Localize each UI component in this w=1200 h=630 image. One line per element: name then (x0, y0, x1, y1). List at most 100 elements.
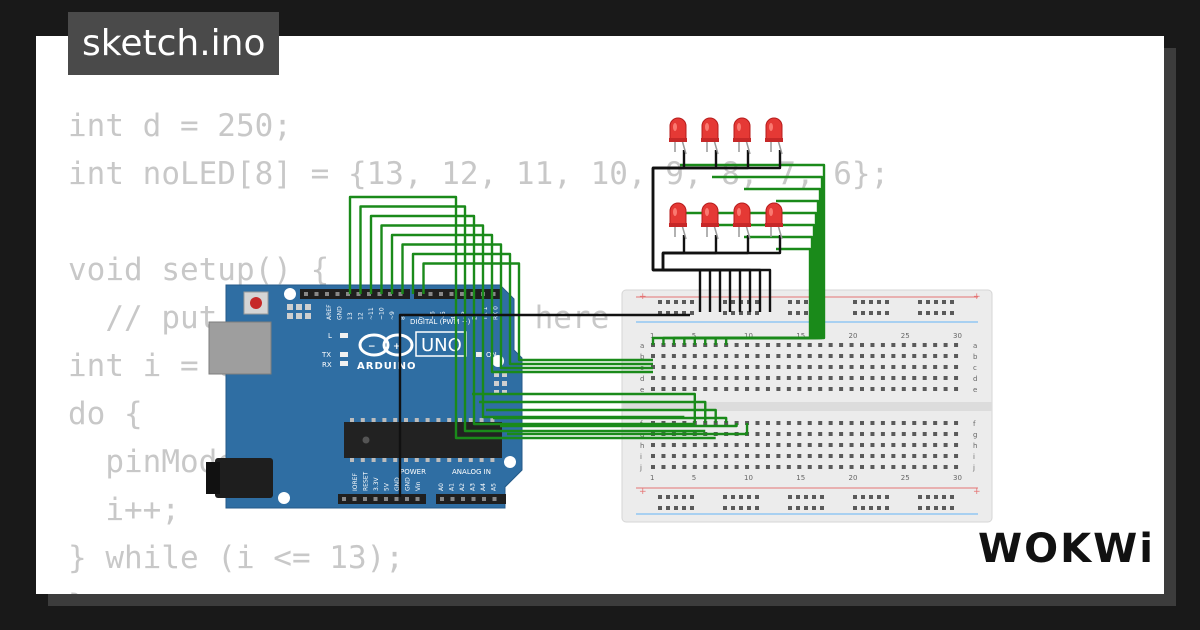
wire (411, 252, 653, 366)
file-tab[interactable]: sketch.ino (68, 12, 280, 75)
wire (714, 235, 814, 345)
row-letter: g (973, 431, 977, 439)
column-number: 1 (650, 474, 654, 482)
code-line: } while (i <= 13); (68, 540, 404, 576)
column-number: 20 (849, 474, 858, 482)
usb-port (208, 321, 272, 375)
column-number: 10 (744, 332, 753, 340)
wire (493, 416, 728, 423)
header-pins (304, 292, 497, 501)
pin-label: 12 (358, 312, 365, 320)
led-array (669, 117, 783, 240)
atmega-chip (344, 422, 502, 458)
wires (348, 150, 826, 497)
wire (398, 313, 690, 497)
led[interactable] (669, 202, 687, 240)
wire (661, 235, 782, 312)
wire (672, 187, 822, 345)
pin-label: A4 (480, 483, 487, 491)
rail-plus-label: + (973, 487, 981, 497)
code-line: do { (68, 396, 143, 432)
mounting-hole (284, 288, 296, 300)
column-number: 5 (692, 332, 696, 340)
tx-label: TX (321, 351, 331, 359)
rail-plus-label: + (973, 292, 981, 302)
pin-label: A2 (459, 483, 466, 491)
pin-label: ~9 (389, 311, 396, 320)
rail-plus-label: + (639, 487, 647, 497)
column-number: 5 (692, 474, 696, 482)
led[interactable] (701, 117, 719, 155)
pin-label: RESET (363, 471, 370, 491)
column-number: 1 (650, 332, 654, 340)
row-letter: j (639, 464, 642, 472)
wire (500, 423, 738, 428)
digital-header-title: DIGITAL (PWM ~) (410, 318, 471, 326)
row-letter: e (640, 386, 644, 394)
chip-notch (362, 436, 370, 444)
column-number: 20 (849, 332, 858, 340)
led[interactable] (701, 202, 719, 240)
logo-plus: + (393, 342, 401, 352)
led[interactable] (765, 117, 783, 155)
led[interactable] (669, 117, 687, 155)
analog-header (436, 494, 506, 504)
code-line: int d = 250; (68, 108, 292, 144)
wire (359, 205, 706, 433)
led[interactable] (733, 202, 751, 240)
led-on (476, 352, 484, 357)
reset-button-cap[interactable] (250, 297, 262, 309)
row-letter: i (640, 453, 642, 461)
chip-pins (350, 418, 495, 462)
row-letter: j (972, 464, 975, 472)
wire (683, 199, 820, 345)
pin-label: 7 (419, 316, 426, 320)
led[interactable] (733, 117, 751, 155)
mounting-hole (504, 456, 516, 468)
wire (662, 175, 824, 345)
wire (472, 392, 696, 423)
pin-label: Vin (415, 481, 422, 491)
model-label: UNO (421, 335, 462, 356)
row-letter: a (640, 342, 644, 350)
wire (724, 247, 812, 345)
pin-label: 8 (400, 316, 407, 320)
l-label: L (328, 332, 332, 340)
wire (651, 150, 702, 312)
wire (651, 163, 826, 345)
row-letter: b (973, 353, 978, 361)
column-number: 30 (953, 474, 962, 482)
row-letter: c (973, 364, 977, 372)
arduino-infinity-logo (358, 333, 414, 357)
mounting-hole (278, 492, 290, 504)
column-number: 25 (901, 474, 910, 482)
pin-label: 3.3V (373, 476, 380, 491)
pin-label: 4 (451, 316, 458, 320)
rail-plus-label: + (639, 292, 647, 302)
wire (390, 233, 653, 374)
icsp-header (287, 304, 311, 319)
pin-label: AREF (326, 304, 333, 320)
analog-header-title: ANALOG IN (452, 468, 491, 476)
row-letter: d (973, 375, 977, 383)
logo-label: ARDUINO (357, 361, 416, 372)
power-jack (215, 458, 273, 498)
logo-minus: − (368, 342, 376, 352)
pin-label: TX 1 (482, 306, 489, 321)
row-letter: b (640, 353, 645, 361)
wire (348, 195, 716, 440)
pin-label: ~10 (379, 307, 386, 320)
wire (651, 150, 782, 312)
wokwi-logo: WOKWi (978, 526, 1155, 572)
power-jack-plug (206, 462, 220, 494)
column-number: 15 (796, 332, 805, 340)
row-letter: a (973, 342, 977, 350)
pin-label: GND (394, 477, 401, 491)
pin-label: ~11 (368, 307, 375, 320)
led[interactable] (765, 202, 783, 240)
row-letter: d (640, 375, 644, 383)
